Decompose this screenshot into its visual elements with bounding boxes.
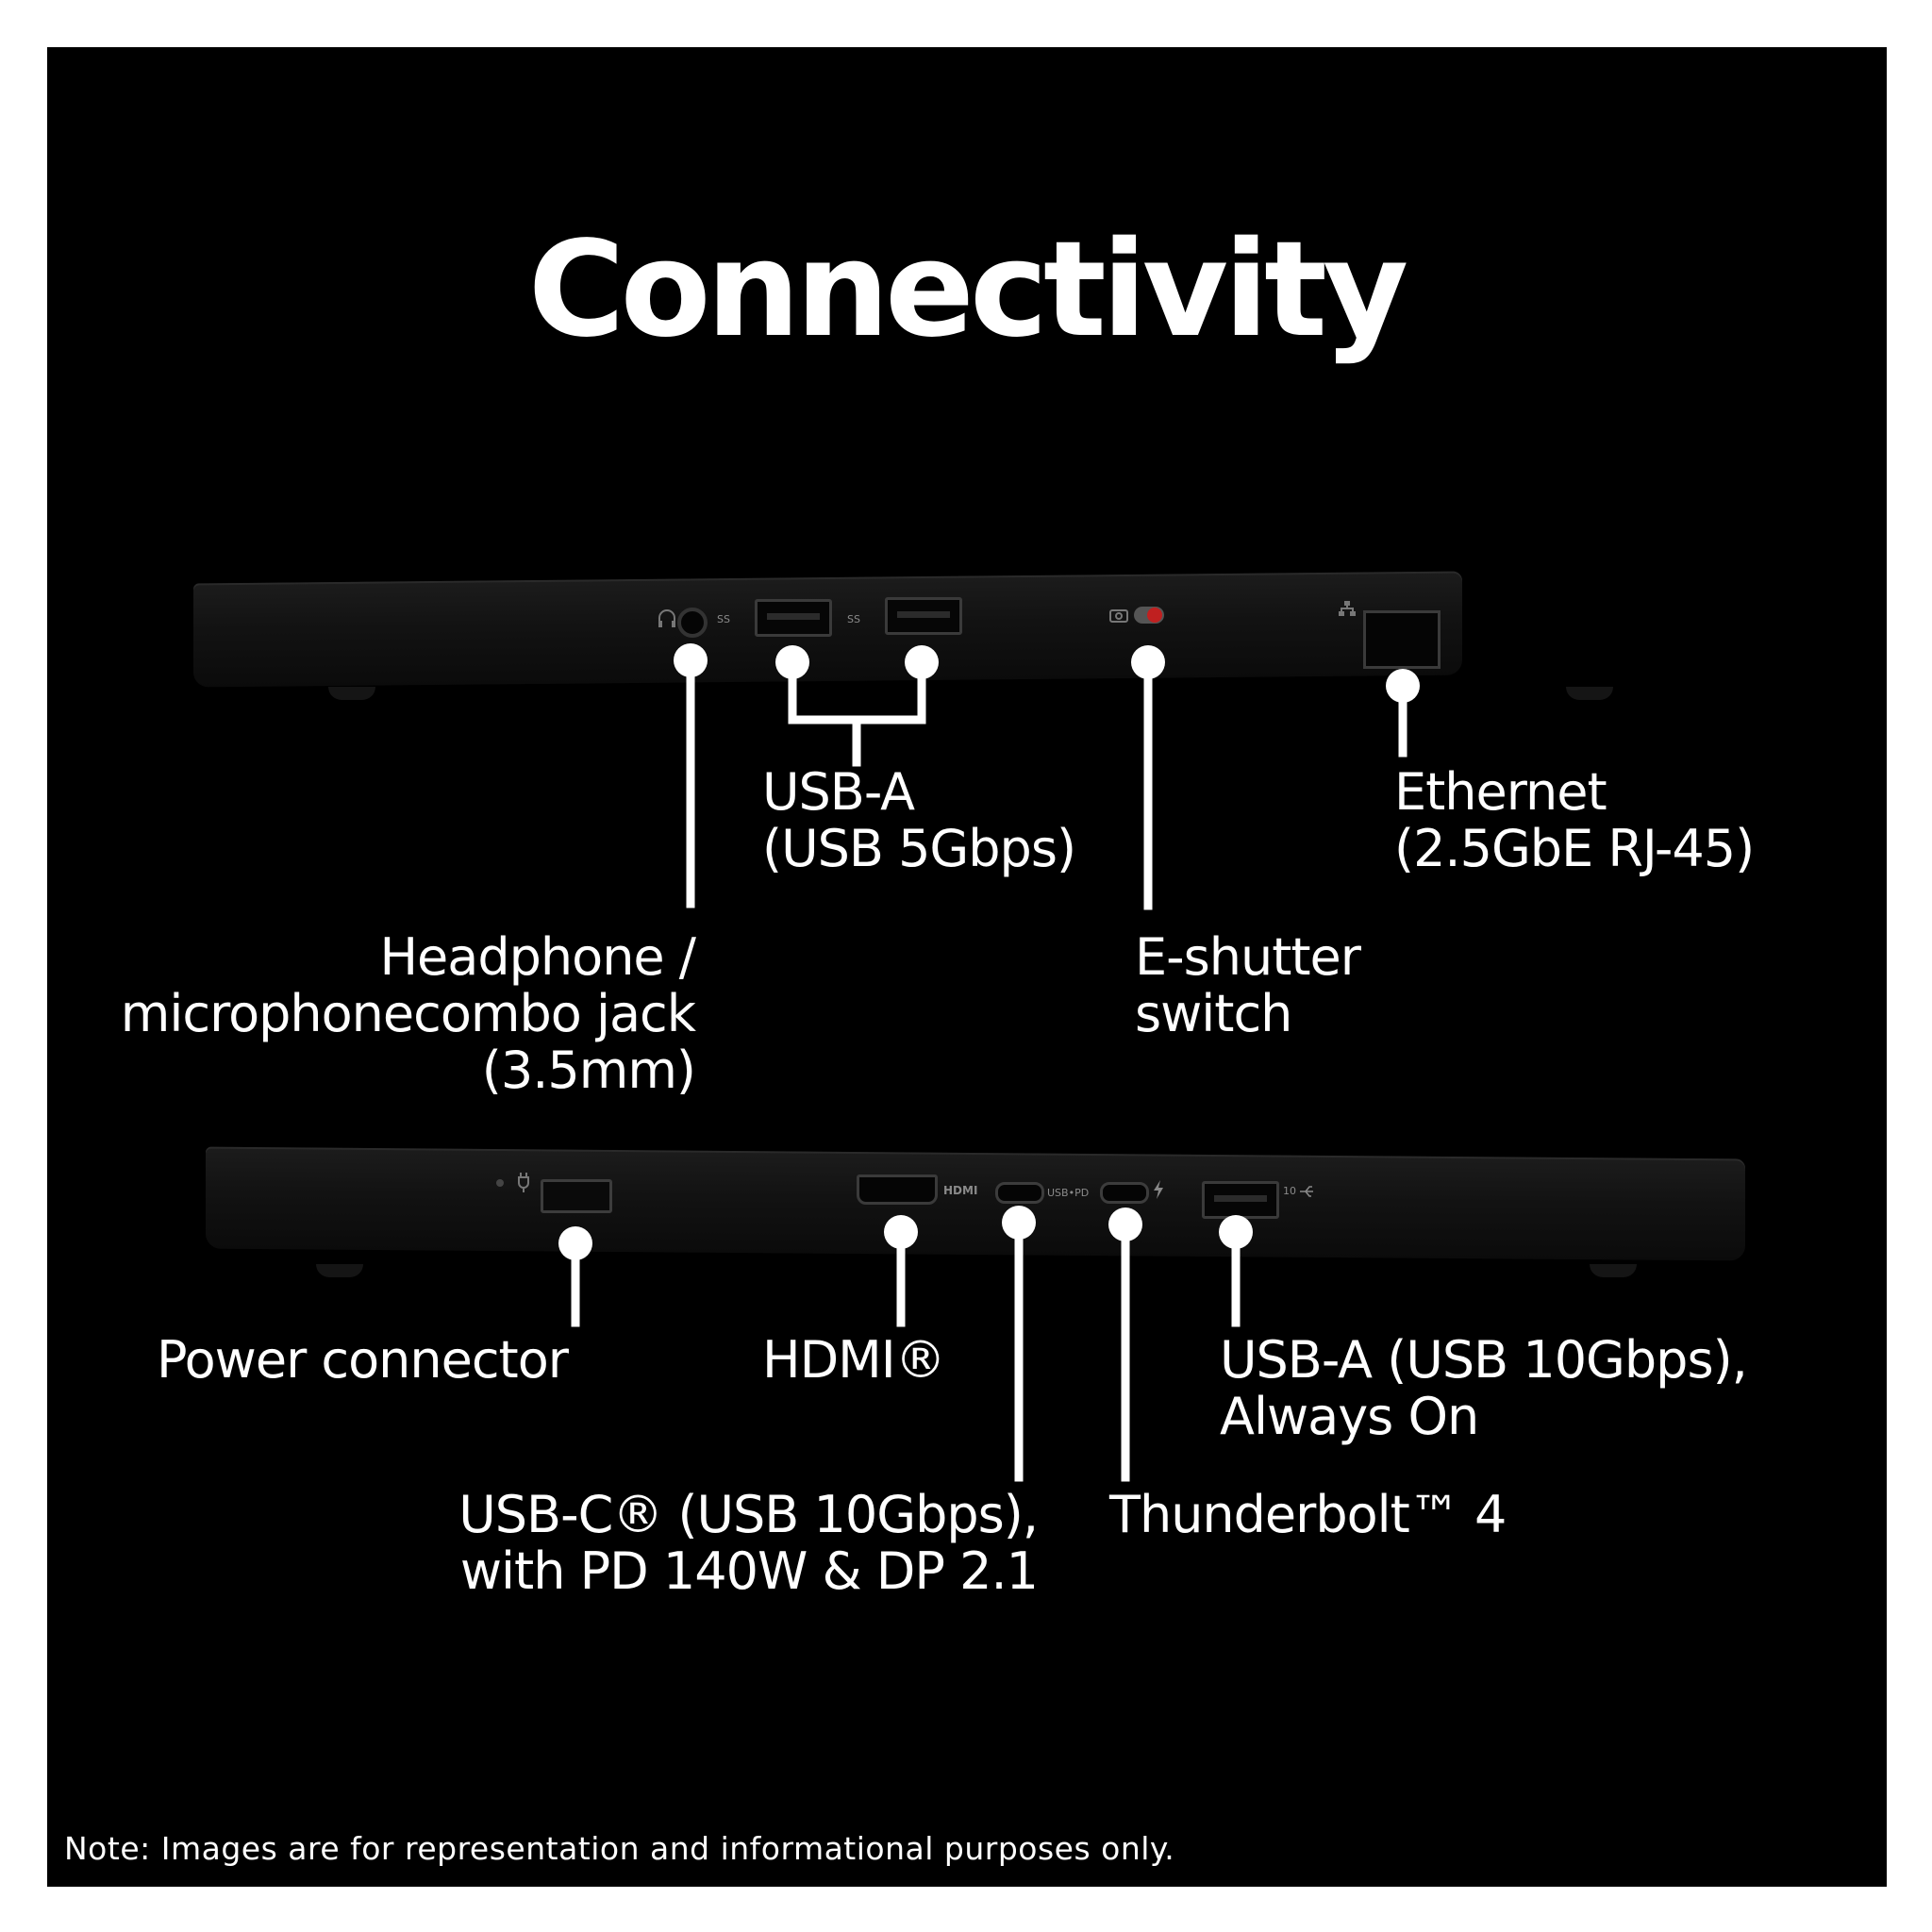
usb-ss-logo: SS [717,613,730,625]
laptop-foot [316,1264,363,1277]
power-connector-label: Power connector [157,1330,569,1390]
power-led [496,1179,504,1187]
usb-a-10g-callout-dot [1219,1215,1253,1249]
usb-a-port-2 [885,597,962,635]
thunderbolt-callout-dot [1108,1208,1142,1241]
usb-ss-logo: SS [847,613,860,625]
power-callout-dot [558,1226,592,1260]
hdmi-logo: HDMI [943,1184,978,1197]
headphone-callout-dot [674,643,708,677]
hdmi-label: HDMI® [762,1330,946,1390]
usb-a-callout-dot [905,645,939,679]
headphone-jack-label: Headphone / microphonecombo jack (3.5mm) [120,927,696,1100]
usb-a-port-1 [755,599,832,637]
usb-a-callout-dot [775,645,809,679]
thunderbolt-port [1100,1182,1149,1204]
usb-c-port [995,1182,1044,1204]
laptop-foot [1590,1264,1637,1277]
connectivity-panel [47,47,1887,1887]
usb-a-callout-bracket [788,658,926,724]
ethernet-callout-dot [1386,669,1420,703]
usb-10-logo: 10 [1283,1185,1296,1197]
usb-a-5gbps-label: USB-A (USB 5Gbps) [762,762,1076,878]
ethernet-label: Ethernet (2.5GbE RJ-45) [1394,762,1755,878]
laptop-foot [328,687,375,700]
usb-pd-logo: USB•PD [1047,1187,1090,1199]
hdmi-callout-dot [884,1215,918,1249]
disclaimer-note: Note: Images are for representation and … [64,1830,1175,1867]
camera-icon [1109,609,1128,623]
headphone-jack [677,608,708,638]
power-port [541,1179,612,1213]
network-icon [1339,601,1356,616]
power-plug-icon [518,1173,529,1192]
laptop-foot [1566,687,1613,700]
usb-trident-icon [1300,1186,1313,1197]
usb-c-callout-dot [1002,1206,1036,1240]
hdmi-port [857,1174,938,1205]
headphone-icon [658,609,675,627]
thunderbolt-label: Thunderbolt™ 4 [1109,1485,1507,1544]
usb-c-label: USB-C® (USB 10Gbps), with PD 140W & DP 2… [458,1485,1039,1601]
e-shutter-label: E-shutter switch [1135,927,1361,1043]
usb-a-10gbps-label: USB-A (USB 10Gbps), Always On [1220,1330,1748,1446]
e-shutter-callout-dot [1131,645,1165,679]
page-title: Connectivity [527,213,1409,367]
ethernet-port [1363,610,1441,669]
usb-a-10g-port [1202,1181,1279,1219]
lightning-icon [1154,1180,1163,1199]
e-shutter-switch [1134,607,1164,624]
